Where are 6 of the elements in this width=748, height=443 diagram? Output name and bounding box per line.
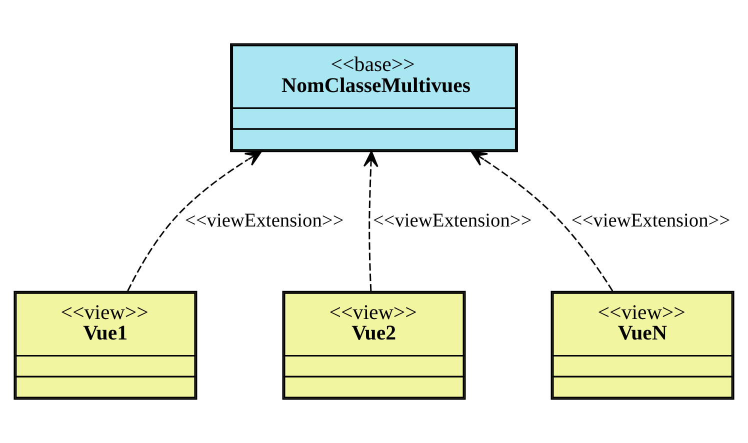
arrow — [363, 150, 378, 292]
arrow — [470, 150, 614, 292]
edge-label: <<viewExtension>> — [372, 210, 532, 232]
arrow — [127, 150, 262, 292]
edge-label: <<viewExtension>> — [184, 210, 344, 232]
edge-label: <<viewExtension>> — [571, 210, 730, 232]
